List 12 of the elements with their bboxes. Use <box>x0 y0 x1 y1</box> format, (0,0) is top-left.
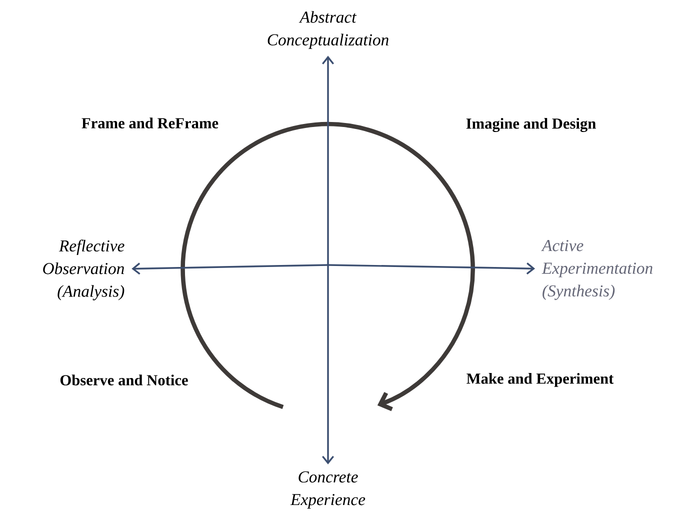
axis-label: Concrete Experience <box>290 471 366 509</box>
axis-arrow <box>132 262 328 275</box>
axis-arrow <box>328 262 536 275</box>
axis-arrow <box>322 56 334 265</box>
axis-arrow <box>322 265 334 464</box>
quadrant-label: Make and Experiment <box>466 373 614 387</box>
axis-label: Reflective Observation (Analysis) <box>43 240 124 300</box>
axis-label: Abstract Conceptualization <box>268 11 388 49</box>
quadrant-label: Frame and ReFrame <box>82 118 218 128</box>
quadrant-label: Imagine and Design <box>466 118 596 132</box>
quadrant-label: Observe and Notice <box>60 374 188 386</box>
axis-label: Active Experimentation (Synthesis) <box>541 240 652 300</box>
